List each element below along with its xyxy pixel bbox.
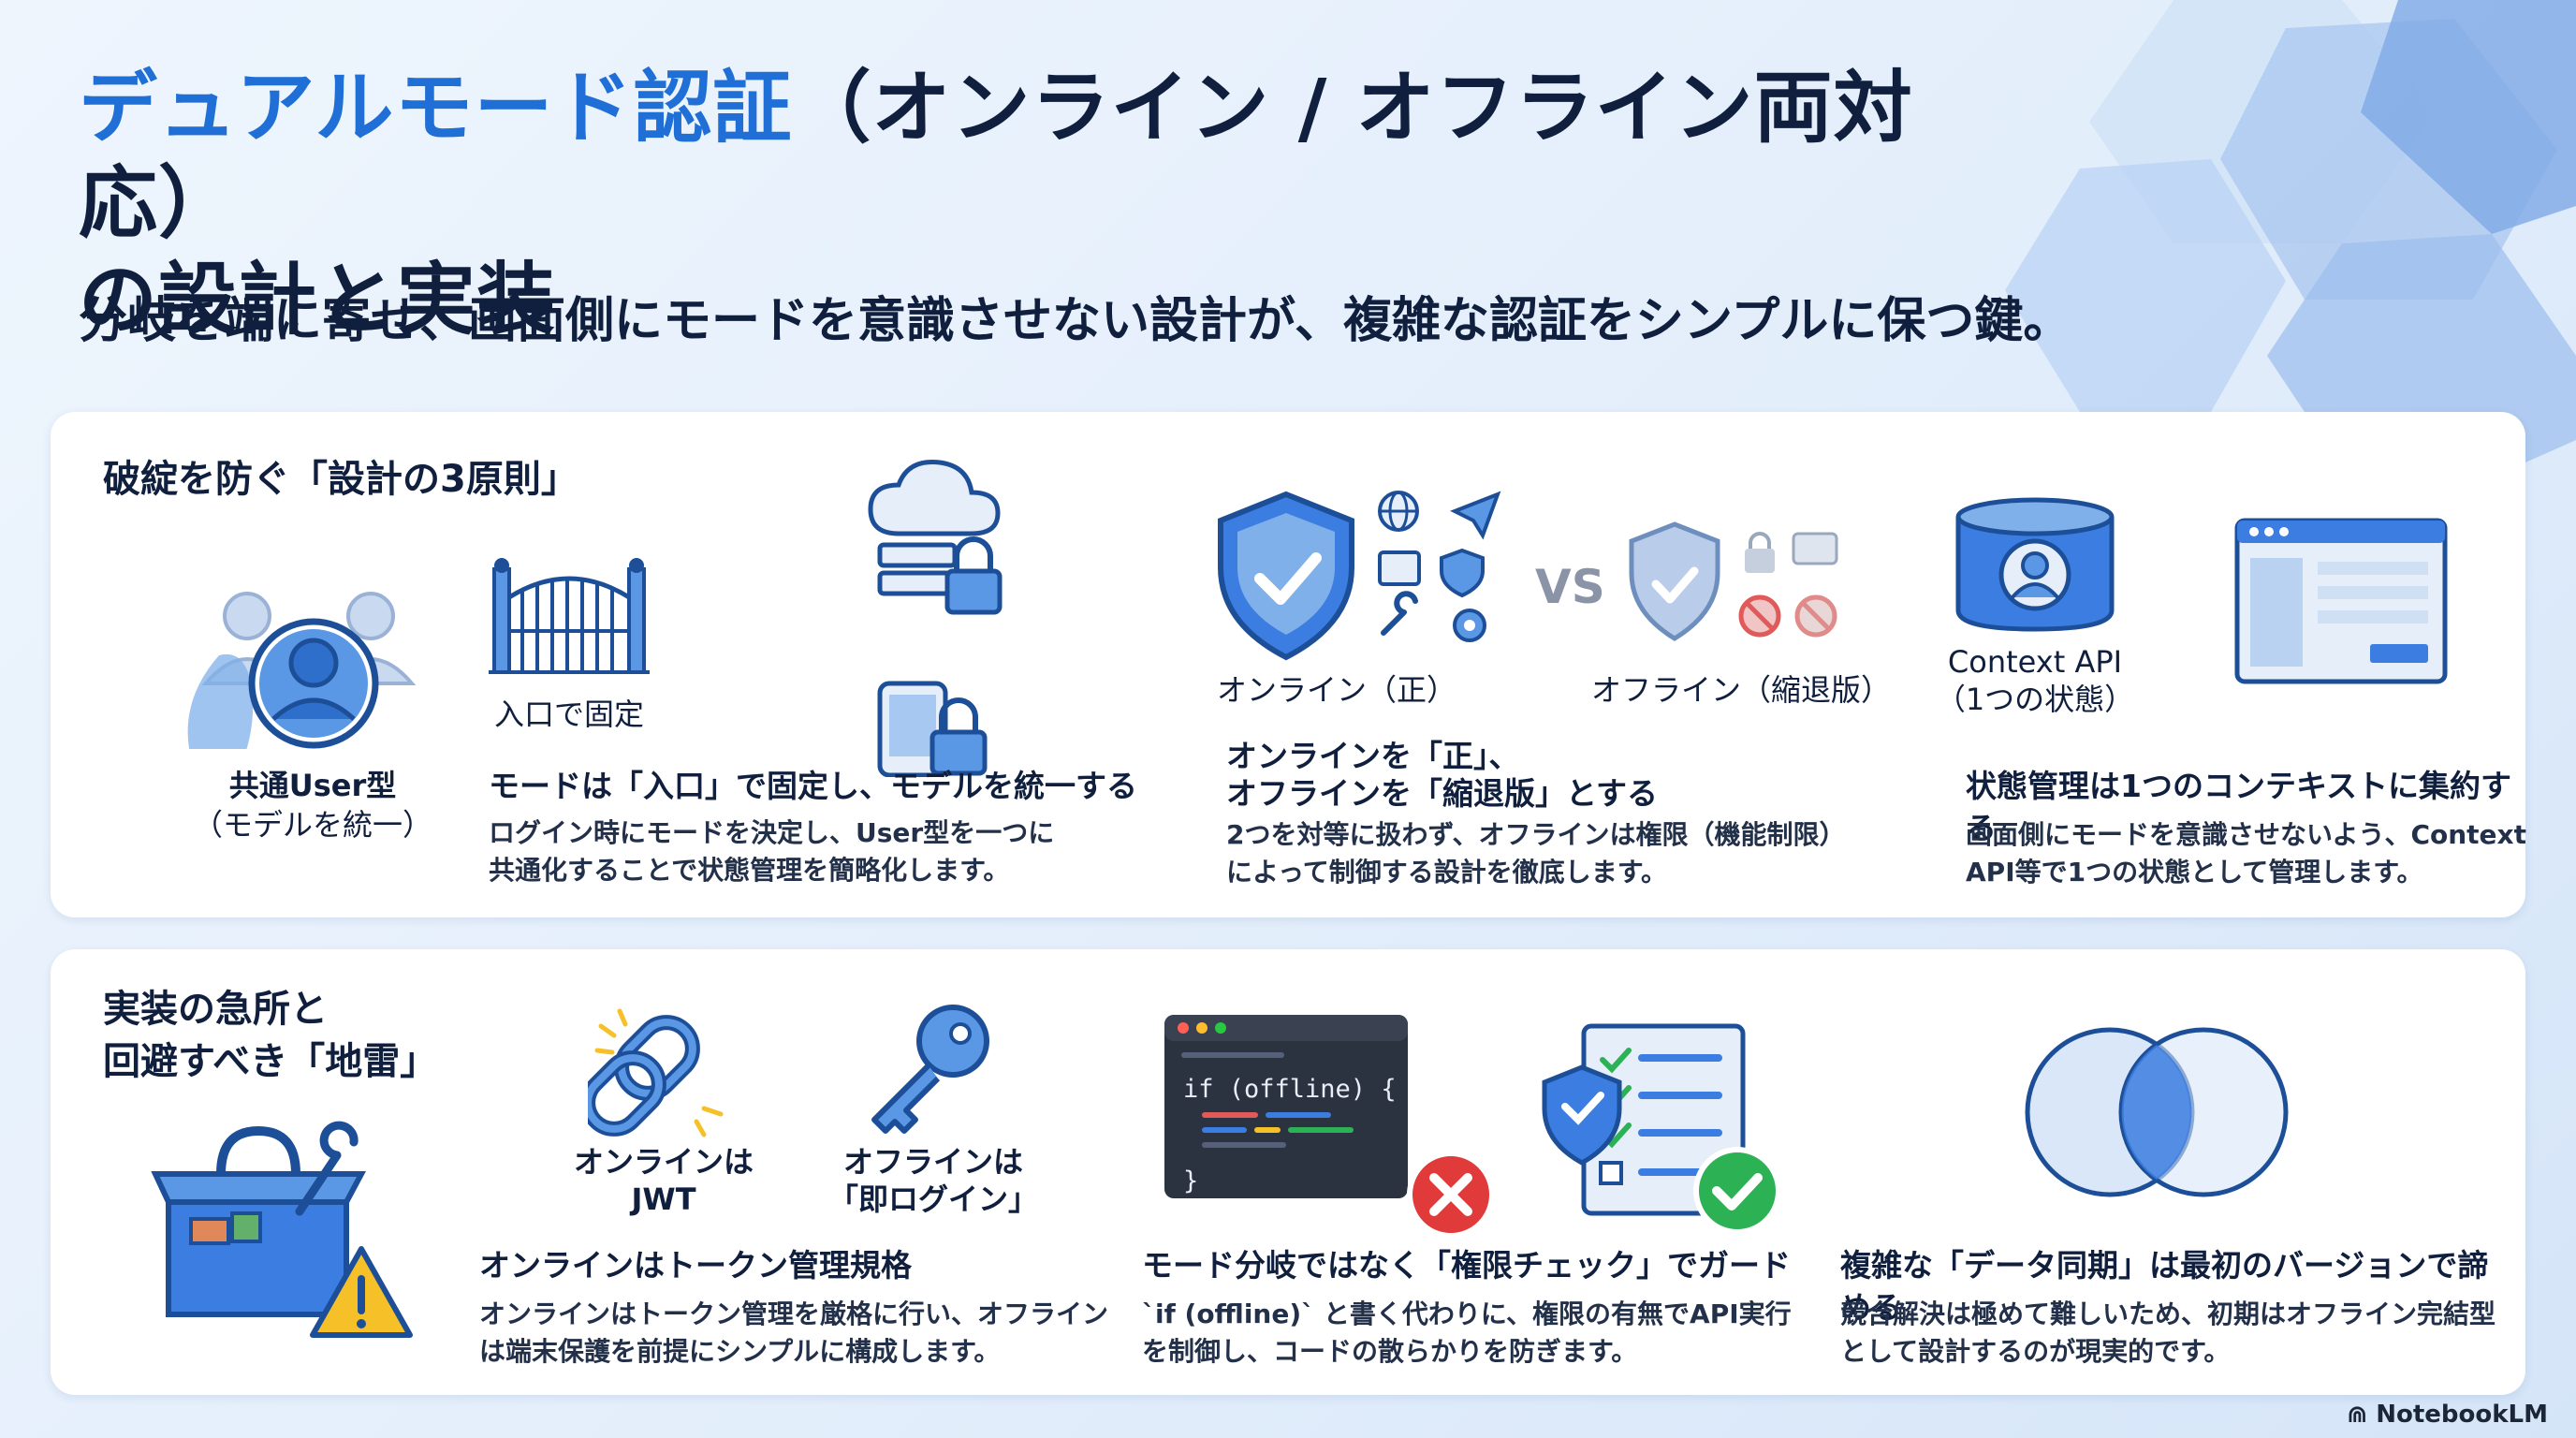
code-close-brace: } [1183,1167,1198,1196]
instant-login-label-line2: 「即ログイン」 [827,1181,1038,1217]
title-accent: デュアルモード認証 [79,62,793,154]
hexagon-background [2005,0,2576,477]
notebooklm-logo-icon: ⋒ [2347,1401,2368,1429]
offline-shield-icon [1629,521,1720,641]
code-condition-text: if (offline) { [1183,1075,1397,1104]
jwt-label-line2: JWT [631,1181,696,1217]
online-label: オンライン（正） [1217,672,1457,708]
jwt-label-line1: オンラインは [573,1144,754,1180]
page-title: デュアルモード認証（オンライン / オフライン両対応） の設計と実装 [79,60,1951,347]
principle1-body-line2: 共通化することで状態管理を簡略化します。 [489,855,1010,886]
chain-link-icon [588,1008,724,1137]
toolbox-warning-icon [151,1121,413,1338]
principle2-body-line2: によって制御する設計を徹底します。 [1226,857,1667,888]
versus-label: VS [1535,560,1605,614]
page-subtitle: 分岐を端に寄せ、画面側にモードを意識させない設計が、複雑な認証をシンプルに保つ鍵… [79,293,2072,349]
principle3-body-line2: API等で1つの状態として管理します。 [1966,857,2423,888]
principle2-heading-line2: オフラインを「縮退版」とする [1226,775,1659,812]
pitfall3-heading: 複雑な「データ同期」は最初のバージョンで諦める [1840,1247,2489,1326]
online-shield-icon [1218,491,1354,661]
pitfalls-panel: 実装の急所と 回避すべき「地雷」 オンラインは JWT オフラインは 「即ログイ… [51,949,2525,1395]
pitfall1-body-line2: は端末保護を前提にシンプルに構成します。 [479,1336,1001,1367]
title-rest: （オンライン / オフライン両対応） [79,62,1913,250]
principle3-body-line1: 画面側にモードを意識させないよう、Context [1966,819,2526,850]
venn-diagram-icon [2025,1027,2289,1197]
offline-restricted-icons [1738,532,1838,638]
pitfall3-body-line2: として設計するのが現実的です。 [1840,1336,2231,1367]
principles-panel: 破綻を防ぐ「設計の3原則」 共通User型 （モデルを統一） 入口で固定 [51,412,2526,917]
pitfalls-title-line2: 回避すべき「地雷」 [103,1040,438,1083]
shared-user-icon [187,592,417,749]
gate-caption: 入口で固定 [493,697,644,732]
pitfall2-body-line1: `if (offline)` と書く代わりに、権限の有無でAPI実行 [1142,1299,1792,1329]
title-line2: の設計と実装 [79,253,557,345]
principle3-heading: 状態管理は1つのコンテキストに集約する [1966,768,2511,846]
online-feature-icons [1378,491,1501,642]
gate-icon [489,558,650,674]
context-database-icon [1955,497,2115,632]
pitfall3-body-line1: 競合解決は極めて難しいため、初期はオフライン完結型 [1840,1299,2496,1329]
footer-label: NotebookLM [2376,1401,2548,1429]
key-icon [871,1005,989,1134]
app-window-icon [2234,518,2448,684]
shared-user-subcaption: （モデルを統一） [192,807,432,843]
instant-login-label-line1: オフラインは [842,1144,1023,1180]
pitfall1-body-line1: オンラインはトークン管理を厳格に行い、オフライン [479,1299,1109,1329]
principle1-heading: モードは「入口」で固定し、モデルを統一する [489,768,1137,804]
notebooklm-watermark: ⋒ NotebookLM [2347,1401,2548,1429]
principle2-body-line1: 2つを対等に扱わず、オフラインは権限（機能制限） [1226,819,1846,850]
principles-title: 破綻を防ぐ「設計の3原則」 [103,458,578,501]
principle2-heading-line1: オンラインを「正」、 [1226,738,1520,774]
context-api-label: Context API [1947,644,2123,680]
pitfall2-heading: モード分岐ではなく「権限チェック」でガード [1142,1247,1791,1284]
code-editor-error-icon: if (offline) { } [1164,1015,1495,1239]
pitfalls-title-line1: 実装の急所と [103,988,328,1031]
permission-check-icon [1542,1023,1781,1235]
pitfall2-body-line2: を制御し、コードの散らかりを防ぎます。 [1142,1336,1638,1367]
shared-user-caption: 共通User型 [228,768,397,803]
offline-label: オフライン（縮退版） [1591,672,1892,708]
cloud-lock-icon [868,460,1003,777]
pitfall1-heading: オンラインはトークン管理規格 [479,1247,912,1284]
context-api-sublabel: （1つの状態） [1935,682,2135,717]
principle1-body-line1: ログイン時にモードを決定し、User型を一つに [489,817,1055,848]
